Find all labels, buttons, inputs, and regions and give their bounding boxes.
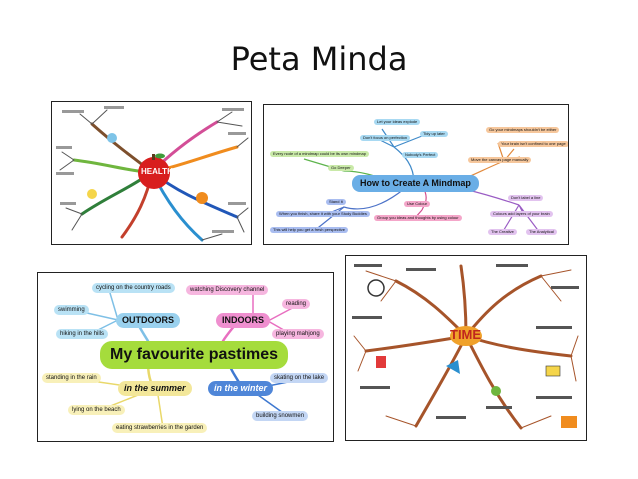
time-center-label: TIME: [450, 327, 482, 342]
create-mindmap-center: How to Create A Mindmap: [352, 175, 479, 192]
branch-analytical: The Analytical: [526, 229, 557, 235]
health-mindmap-image: HEALTH: [51, 101, 252, 245]
health-center-label: HEALTH: [141, 167, 173, 176]
branch-every-node: Every node of a mindmap could be its own…: [270, 151, 369, 157]
branch-dont-label: Don't label a line: [508, 195, 544, 201]
pastime-skating: skating on the lake: [270, 373, 329, 383]
branch-perfection: Don't focus on perfection: [360, 135, 411, 141]
branch-group: Group you ideas and thoughts by using co…: [374, 215, 462, 221]
pastime-mahjong: playing mahjong: [272, 329, 324, 339]
pastime-hiking: hiking in the hills: [56, 329, 109, 339]
branch-nobody: Nobody's Perfect: [402, 152, 439, 158]
pastime-cycling: cycling on the country roads: [92, 283, 175, 293]
time-mindmap-drawing: [352, 264, 579, 430]
branch-go-deeper: Go Deeper: [328, 165, 354, 171]
pastime-rain: standing in the rain: [42, 373, 101, 383]
time-mindmap-image: TIME: [345, 255, 587, 441]
branch-creative: The Creative: [488, 229, 517, 235]
create-mindmap-image: Let your ideas explode Tidy up later Don…: [263, 104, 569, 245]
pastime-snowmen: building snowmen: [252, 411, 309, 421]
branch-go-your: Go your mindmaps shouldn't be either: [486, 127, 560, 133]
pastimes-mindmap-image: cycling on the country roads swimming hi…: [37, 272, 334, 442]
branch-indoors: INDOORS: [216, 313, 271, 328]
health-mindmap-drawing: [56, 106, 249, 242]
pastime-swimming: swimming: [54, 305, 89, 315]
branch-stand-it: Stand It: [326, 199, 346, 205]
pastime-strawberries: eating strawberries in the garden: [112, 423, 208, 433]
pastime-reading: reading: [282, 299, 311, 309]
branch-tidy: Tidy up later: [420, 131, 448, 137]
branch-fresh: This will help you get a fresh perspecti…: [270, 227, 349, 233]
branch-summer: in the summer: [118, 381, 192, 396]
pastime-beach: lying on the beach: [68, 405, 125, 415]
branch-use-colour: Use Colour: [404, 201, 431, 207]
pastime-discovery: watching Discovery channel: [186, 285, 269, 295]
branch-move-canvas: Move the canvas page manually: [468, 157, 532, 163]
pastimes-center: My favourite pastimes: [100, 341, 289, 369]
branch-share: When you finish, share it with your Stud…: [276, 211, 370, 217]
branch-brain-page: Your brain isn't confined to one page: [498, 141, 568, 147]
branch-outdoors: OUTDOORS: [116, 313, 181, 328]
branch-winter: in the winter: [208, 381, 274, 396]
branch-explode: Let your ideas explode: [374, 119, 421, 125]
slide-title: Peta Minda: [230, 40, 408, 78]
branch-colours-layers: Colours add layers of your brain: [490, 211, 553, 217]
